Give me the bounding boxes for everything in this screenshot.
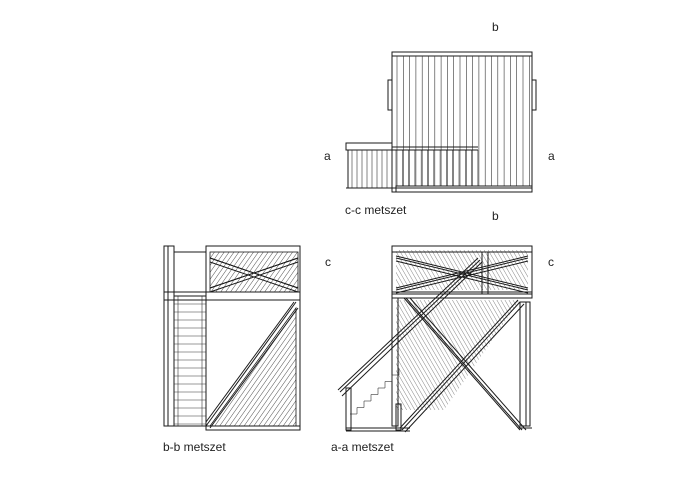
- caption-cc-section: c-c metszet: [345, 203, 407, 217]
- section-marker-b-top: b: [492, 20, 499, 34]
- section-cc-drawing: [345, 51, 537, 193]
- section-marker-c-left: c: [325, 255, 331, 269]
- caption-bb-section: b-b metszet: [163, 440, 226, 454]
- section-aa-drawing: [337, 245, 533, 433]
- section-marker-a-right: a: [548, 149, 555, 163]
- section-marker-a-left: a: [324, 149, 331, 163]
- section-marker-b-mid: b: [492, 209, 499, 223]
- section-marker-c-right: c: [548, 255, 554, 269]
- caption-aa-section: a-a metszet: [331, 440, 394, 454]
- section-bb-drawing: [163, 245, 301, 431]
